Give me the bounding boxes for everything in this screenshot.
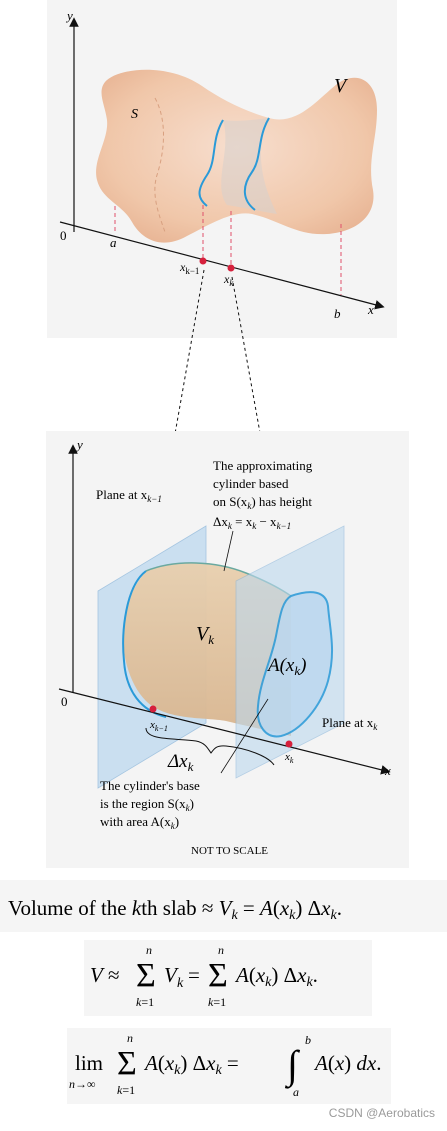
solid-diagram: y S V x 0 a b xk−1 xk [59, 8, 385, 321]
base-pointer [220, 698, 269, 774]
slab-fill [221, 118, 277, 214]
base-annotation: The cylinder's base is the region S(xk) … [100, 778, 200, 831]
top-figure-panel: y S V x 0 a b xk−1 xk [47, 0, 397, 338]
equation-sum-text: V ≈ n Σ k=1 V k = n Σ k=1 A(xk) Δxk. [90, 943, 318, 1009]
svg-text:A(x) dx.: A(x) dx. [313, 1051, 381, 1075]
xk-label: xk [223, 272, 234, 288]
slab-right-edge [243, 117, 270, 211]
svg-text:lim: lim [75, 1051, 103, 1075]
delta-brace [145, 727, 275, 766]
svg-text:=: = [188, 963, 200, 987]
equation-limit-text: lim n→∞ n Σ k=1 A(xk) Δxk = ∫ b a A(x) d… [69, 1031, 381, 1099]
svg-text:A(xk) Δxk.: A(xk) Δxk. [234, 963, 318, 990]
svg-text:n: n [127, 1031, 133, 1045]
x-axis [59, 221, 385, 310]
xk-point [227, 264, 235, 272]
a-label: a [110, 235, 117, 250]
svg-text:Δxk = xk − xk−1: Δxk = xk − xk−1 [213, 514, 291, 531]
equation-volume-sum: V ≈ n Σ k=1 V k = n Σ k=1 A(xk) Δxk. [84, 940, 372, 1016]
xk1-point [199, 257, 207, 265]
plane-right-label: Plane at xk [322, 715, 378, 732]
xk1-point [149, 705, 157, 713]
equation-slab-text: Volume of the kth slab ≈ Vk = A(xk) Δxk. [8, 896, 342, 923]
equation-slab-volume: Volume of the kth slab ≈ Vk = A(xk) Δxk. [0, 880, 447, 932]
plane-left-label: Plane at xk−1 [96, 487, 162, 504]
origin-label: 0 [61, 694, 68, 709]
annotation-pointer [223, 530, 234, 572]
b-label: b [334, 306, 341, 321]
svg-text:k=1: k=1 [117, 1083, 135, 1097]
cylinder-diagram: y x 0 xk−1 xk Δxk Plane at xk−1 Plane at… [58, 437, 391, 857]
svg-text:V: V [90, 963, 105, 987]
slab-left-edge [198, 119, 224, 207]
xk1-label: xk−1 [179, 260, 199, 276]
xk-label: xk [284, 751, 294, 765]
svg-text:n: n [146, 943, 152, 957]
svg-text:is the region S(xk): is the region S(xk) [100, 796, 194, 813]
x-axis [58, 688, 391, 775]
approximating-annotation: The approximating cylinder based on S(xk… [213, 458, 313, 531]
svg-text:∫: ∫ [284, 1042, 301, 1089]
x-axis-label: x [367, 302, 374, 317]
svg-text:k=1: k=1 [208, 995, 226, 1009]
svg-text:n→∞: n→∞ [69, 1077, 96, 1091]
svg-text:cylinder based: cylinder based [213, 476, 289, 491]
svg-text:Σ: Σ [208, 957, 228, 994]
cylinder-left-outline [122, 570, 167, 718]
bottom-figure-panel: y x 0 xk−1 xk Δxk Plane at xk−1 Plane at… [46, 431, 409, 868]
delta-label: Δxk [167, 751, 194, 774]
origin-label: 0 [60, 228, 67, 243]
x-axis-label: x [384, 763, 391, 778]
svg-text:A(xk) Δxk =: A(xk) Δxk = [143, 1051, 239, 1078]
not-to-scale-label: NOT TO SCALE [191, 845, 268, 857]
watermark: CSDN @Aerobatics [328, 1106, 435, 1120]
svg-text:Σ: Σ [136, 957, 156, 994]
svg-text:b: b [305, 1033, 311, 1047]
xk1-label: xk−1 [149, 719, 168, 733]
section-curve [154, 97, 166, 233]
area-label: A(xk) [266, 655, 306, 678]
y-axis-label: y [75, 437, 83, 452]
svg-text:n: n [218, 943, 224, 957]
svg-text:k=1: k=1 [136, 995, 154, 1009]
vk-label: Vk [196, 623, 214, 647]
xk-point [285, 740, 293, 748]
solid-label: V [334, 75, 349, 97]
svg-text:≈: ≈ [108, 963, 120, 987]
svg-text:with area A(xk): with area A(xk) [100, 814, 179, 831]
svg-text:The cylinder's base: The cylinder's base [100, 778, 200, 793]
section-label: S [131, 107, 138, 122]
svg-text:Σ: Σ [117, 1045, 137, 1082]
base-region [256, 591, 333, 738]
svg-text:k: k [177, 976, 184, 991]
svg-text:The approximating: The approximating [213, 458, 313, 473]
svg-text:a: a [293, 1085, 299, 1099]
svg-text:on S(xk) has height: on S(xk) has height [213, 494, 312, 511]
y-axis-label: y [65, 8, 73, 23]
svg-text:V: V [164, 963, 179, 987]
equation-limit-integral: lim n→∞ n Σ k=1 A(xk) Δxk = ∫ b a A(x) d… [67, 1028, 391, 1104]
